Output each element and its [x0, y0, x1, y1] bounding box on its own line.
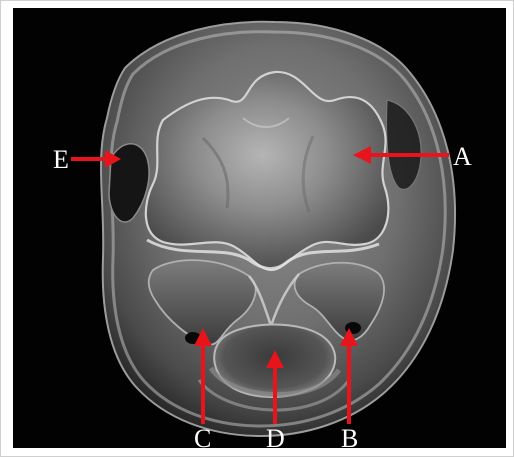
- tooth-illustration: [13, 8, 506, 448]
- label-d: D: [266, 426, 285, 452]
- label-e: E: [53, 147, 69, 173]
- label-b: B: [341, 426, 359, 452]
- tooth-photo: [13, 8, 506, 448]
- label-c: C: [194, 426, 212, 452]
- label-a: A: [453, 144, 472, 170]
